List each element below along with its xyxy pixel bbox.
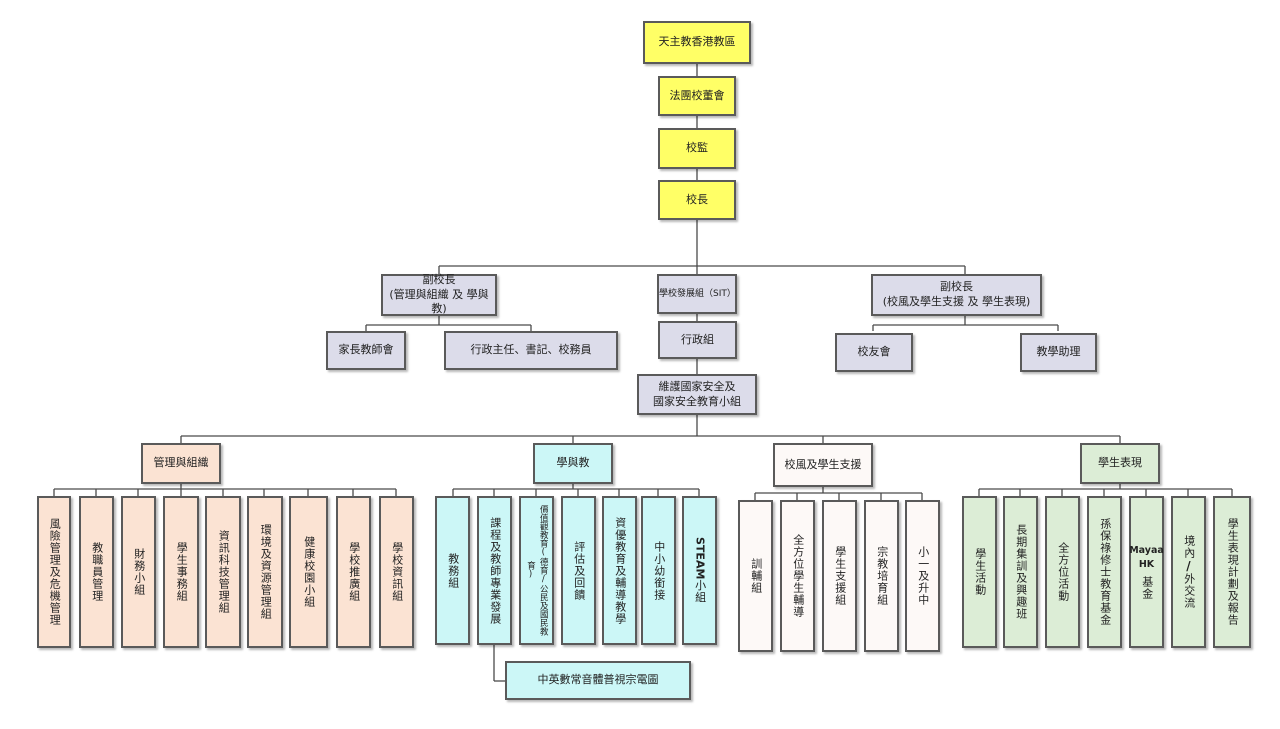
unit-values-education: 價值觀教育(德育/公民及國民教育) xyxy=(519,496,554,645)
unit-risk-management: 風險管理及危機管理 xyxy=(37,496,71,648)
mayaa-hk-label: HK xyxy=(1138,559,1155,570)
steam-label: STEAM xyxy=(693,537,707,580)
supervisor-box: 校監 xyxy=(658,128,736,169)
unit-student-activities: 學生活動 xyxy=(962,496,997,648)
subjects-box: 中英數常音體普視宗電圖 xyxy=(505,661,691,700)
unit-school-information: 學校資訊組 xyxy=(379,496,414,648)
steam-suffix: 小組 xyxy=(693,579,707,604)
unit-academic: 教務組 xyxy=(435,496,470,645)
domain-learning: 學與教 xyxy=(533,443,613,484)
mayaa-label: Mayaa xyxy=(1129,544,1164,556)
admin-staff-box: 行政主任、書記、校務員 xyxy=(444,331,618,370)
exchange-label-2: 外交流 xyxy=(1182,573,1196,610)
unit-guidance-discipline: 訓輔組 xyxy=(738,500,773,652)
security-line-2: 國家安全教育小組 xyxy=(653,394,741,408)
national-security-box: 維護國家安全及 國家安全教育小組 xyxy=(637,374,757,415)
unit-school-promotion: 學校推廣組 xyxy=(336,496,371,648)
school-board-box: 法團校董會 xyxy=(658,76,736,116)
unit-mayaa-hk-fund: Mayaa HK 基金 xyxy=(1129,496,1164,648)
domain-management: 管理與組織 xyxy=(141,443,221,484)
unit-curriculum-development: 課程及教師專業發展 xyxy=(477,496,512,645)
domain-ethos: 校風及學生支援 xyxy=(773,443,873,487)
alumni-box: 校友會 xyxy=(835,333,913,372)
vp-right-scope: (校風及學生支援 及 學生表現) xyxy=(882,295,1031,308)
vp-left-scope: (管理與組織 及 學與教) xyxy=(389,287,489,316)
vp-right-box: 副校長 (校風及學生支援 及 學生表現) xyxy=(871,274,1042,316)
unit-performance-plan-report: 學生表現計劃及報告 xyxy=(1213,496,1251,648)
unit-student-support: 學生支援組 xyxy=(822,500,857,652)
unit-mainland-overseas-exchange: 境內 / 外交流 xyxy=(1171,496,1206,648)
unit-religious-formation: 宗教培育組 xyxy=(864,500,899,652)
unit-transition: 中小幼銜接 xyxy=(641,496,676,645)
mayaa-fund-label: 基金 xyxy=(1140,576,1154,601)
unit-it-management: 資訊科技管理組 xyxy=(205,496,241,648)
pta-box: 家長教師會 xyxy=(326,331,406,370)
exchange-label-1: 境內 xyxy=(1182,534,1196,559)
vp-left-box: 副校長 (管理與組織 及 學與教) xyxy=(381,272,497,316)
admin-group-box: 行政組 xyxy=(658,321,737,359)
vp-right-title: 副校長 xyxy=(940,280,973,294)
unit-student-affairs: 學生事務組 xyxy=(163,496,199,648)
unit-p1-and-s1-admission: 小一及升中 xyxy=(905,500,940,652)
security-line-1: 維護國家安全及 xyxy=(658,379,736,393)
unit-finance: 財務小組 xyxy=(121,496,156,648)
unit-sun-education-fund: 孫保祿修士教育基金 xyxy=(1087,496,1122,648)
unit-all-round-activities: 全方位活動 xyxy=(1045,496,1080,648)
principal-box: 校長 xyxy=(658,180,736,220)
exchange-separator: / xyxy=(1186,558,1191,573)
domain-performance: 學生表現 xyxy=(1080,443,1160,484)
sit-box: 學校發展組（SIT） xyxy=(657,274,737,314)
unit-steam: STEAM小組 xyxy=(682,496,717,645)
diocese-box: 天主教香港教區 xyxy=(643,21,751,64)
unit-healthy-campus: 健康校園小組 xyxy=(289,496,328,648)
unit-assessment: 評估及回饋 xyxy=(561,496,596,645)
unit-staff-management: 教職員管理 xyxy=(79,496,114,648)
unit-long-term-training: 長期集訓及興趣班 xyxy=(1003,496,1038,648)
unit-comprehensive-guidance: 全方位學生輔導 xyxy=(780,500,815,652)
unit-gifted-education: 資優教育及輔導教學 xyxy=(602,496,637,645)
vp-left-title: 副校長 xyxy=(422,272,456,286)
unit-environment-resources: 環境及資源管理組 xyxy=(247,496,283,648)
teaching-assistant-box: 教學助理 xyxy=(1020,333,1097,372)
